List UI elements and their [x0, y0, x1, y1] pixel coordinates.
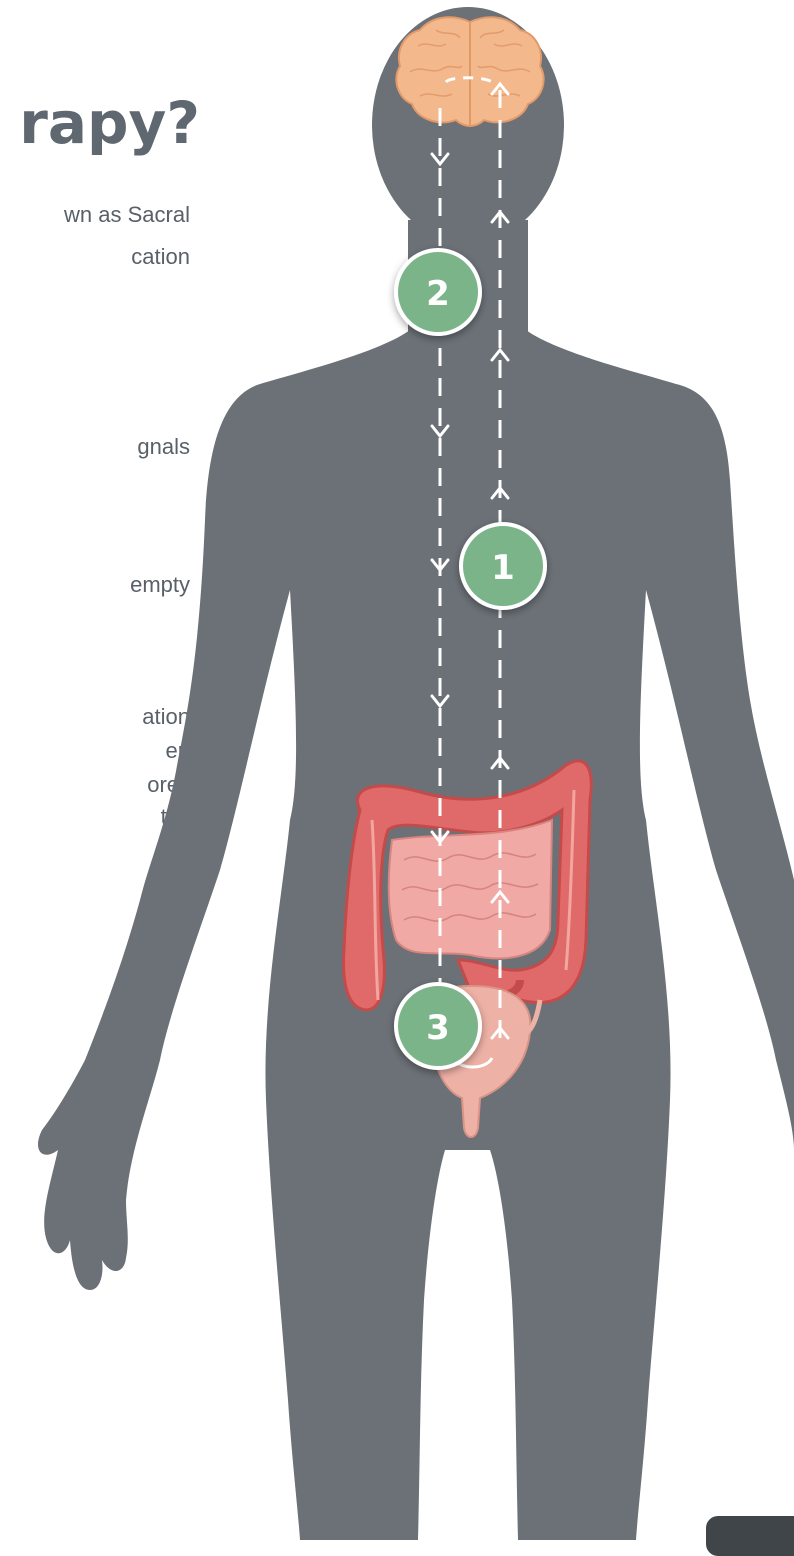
- badge-3: 3: [396, 984, 480, 1068]
- corner-tab: [706, 1516, 794, 1556]
- svg-text:2: 2: [426, 274, 450, 314]
- badge-2: 2: [396, 250, 480, 334]
- svg-text:3: 3: [426, 1008, 450, 1048]
- body-silhouette: [38, 7, 794, 1540]
- brain-icon: [396, 17, 543, 126]
- badge-1: 1: [461, 524, 545, 608]
- svg-text:1: 1: [491, 548, 515, 588]
- small-intestine-icon: [389, 820, 552, 958]
